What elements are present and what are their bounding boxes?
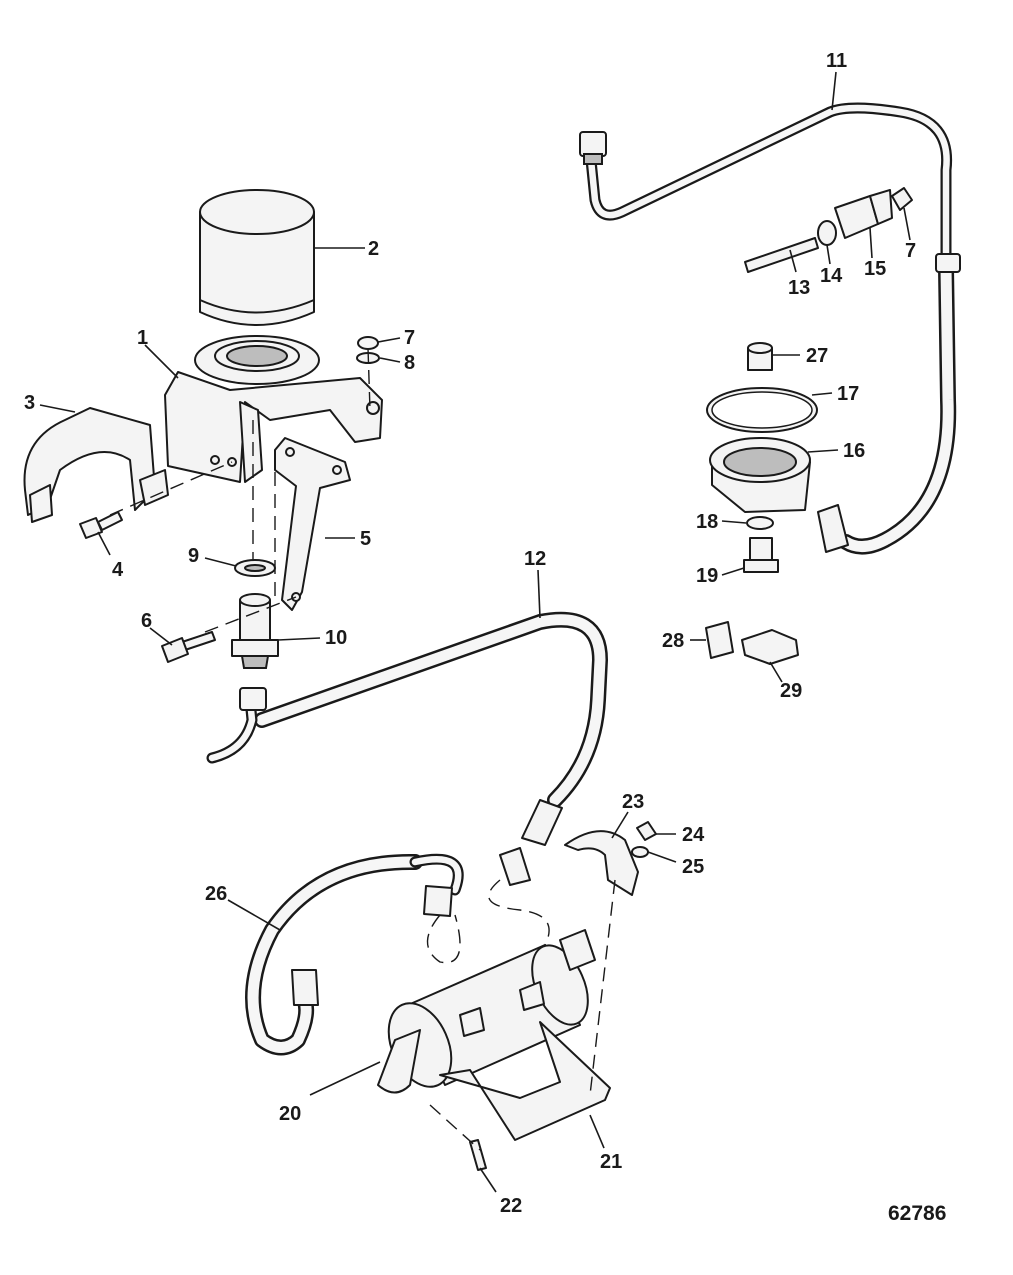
- callout-26: 26: [205, 883, 227, 905]
- callout-5: 5: [360, 528, 371, 550]
- part-20-cooler: [377, 929, 596, 1094]
- part-11-fuel-line: [579, 102, 961, 555]
- callout-14: 14: [820, 265, 843, 287]
- part-13-stud: [744, 237, 819, 273]
- callout-11: 11: [826, 50, 847, 72]
- callout-2: 2: [368, 238, 379, 260]
- callout-6: 6: [141, 610, 152, 632]
- callout-3: 3: [24, 392, 35, 414]
- part-25-washer: [631, 846, 649, 858]
- callouts: 1 2 3 4 5 6 7 8 9 10 11 12 13 14 15 16 1…: [24, 50, 916, 1217]
- part-12-hose: [206, 611, 608, 886]
- part-7-nut: [357, 336, 379, 350]
- callout-22: 22: [500, 1195, 522, 1217]
- part-6-bolt: [161, 631, 216, 663]
- part-3-clamp: [23, 407, 169, 523]
- part-17-o-ring: [706, 387, 818, 433]
- callout-19: 19: [696, 565, 718, 587]
- part-23-saddle: [564, 830, 639, 896]
- leader-lines: [39, 71, 911, 1193]
- part-15-clip: [834, 189, 893, 239]
- part-5-strap: [274, 437, 351, 611]
- callout-1: 1: [137, 327, 148, 349]
- part-27-nipple: [747, 342, 773, 371]
- part-1-mounting-bracket: [164, 335, 383, 483]
- callout-18: 18: [696, 511, 718, 533]
- assembly-lines: [109, 347, 616, 1151]
- callout-21: 21: [600, 1151, 622, 1173]
- part-29-sender: [741, 629, 799, 665]
- callout-15: 15: [864, 258, 886, 280]
- part-28-tee-fitting: [705, 621, 734, 659]
- part-16-adapter: [709, 437, 811, 513]
- callout-29: 29: [780, 680, 802, 702]
- part-24-nut: [636, 821, 657, 841]
- part-14-spacer: [817, 220, 837, 246]
- callout-7-upper: 7: [905, 240, 916, 262]
- part-26-hose: [245, 853, 464, 1056]
- callout-17: 17: [837, 383, 859, 405]
- figure-number: 62786: [888, 1202, 946, 1225]
- callout-7: 7: [404, 327, 415, 349]
- callout-12: 12: [524, 548, 546, 570]
- part-18-o-ring: [746, 516, 774, 530]
- callout-27: 27: [806, 345, 828, 367]
- part-2-filter: [199, 189, 315, 326]
- part-10-fitting: [231, 593, 279, 669]
- callout-8: 8: [404, 352, 415, 374]
- callout-20: 20: [279, 1103, 301, 1125]
- callout-28: 28: [662, 630, 684, 652]
- part-7-nut-upper: [891, 187, 913, 211]
- callout-24: 24: [682, 824, 705, 846]
- callout-23: 23: [622, 791, 644, 813]
- part-21-bracket: [439, 1021, 611, 1141]
- callout-10: 10: [325, 627, 347, 649]
- part-9-washer: [234, 559, 276, 577]
- callout-25: 25: [682, 856, 704, 878]
- part-19-fitting: [743, 537, 779, 573]
- part-22-screw: [469, 1139, 487, 1171]
- part-4-screw: [79, 511, 123, 539]
- callout-13: 13: [788, 277, 810, 299]
- callout-4: 4: [112, 559, 124, 581]
- callout-16: 16: [843, 440, 865, 462]
- callout-9: 9: [188, 545, 199, 567]
